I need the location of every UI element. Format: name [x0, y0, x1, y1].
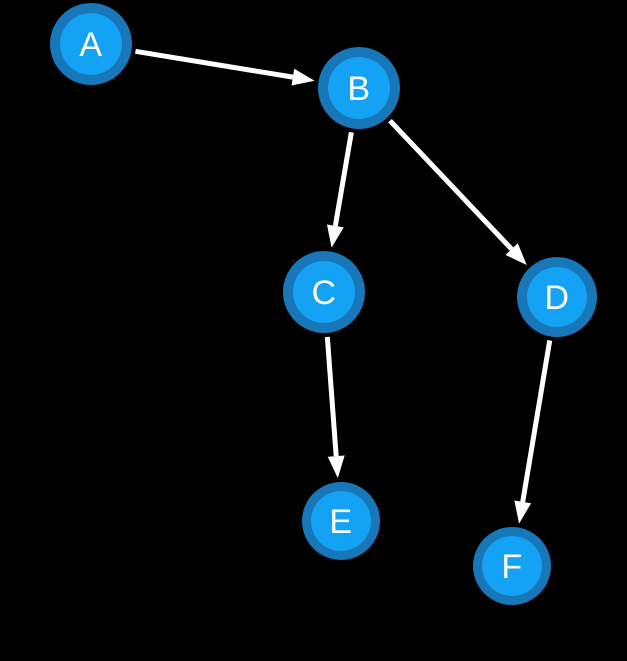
graph-edge-b-d	[388, 118, 527, 266]
node-label: C	[311, 274, 336, 312]
node-core	[311, 491, 371, 551]
node-label: F	[501, 548, 522, 586]
node-core	[482, 536, 542, 596]
graph-node-c[interactable]: C	[283, 251, 365, 333]
edge-arrowhead	[505, 243, 527, 266]
graph-edge-d-f	[514, 339, 553, 524]
edge-layer	[135, 48, 553, 524]
node-label: A	[79, 26, 102, 64]
graph-node-f[interactable]: F	[473, 527, 551, 605]
graph-edge-b-c	[326, 131, 354, 248]
node-core	[527, 267, 587, 327]
node-layer: A B C D E F	[50, 3, 597, 605]
edge-line	[332, 131, 354, 227]
edge-line	[324, 336, 339, 457]
graph-edge-c-e	[324, 336, 345, 479]
graph-node-a[interactable]: A	[50, 3, 132, 85]
node-label: B	[347, 70, 370, 108]
edge-line	[520, 339, 553, 503]
node-core	[293, 261, 355, 323]
edge-line	[388, 118, 514, 251]
node-core	[60, 13, 122, 75]
graph-edge-a-b	[135, 48, 315, 86]
graph-node-b[interactable]: B	[318, 47, 400, 129]
edge-arrowhead	[291, 68, 315, 86]
edge-arrowhead	[326, 224, 344, 248]
node-core	[328, 57, 390, 119]
edge-arrowhead	[514, 500, 532, 524]
edge-line	[135, 48, 294, 80]
graph-node-d[interactable]: D	[517, 257, 597, 337]
graph-node-e[interactable]: E	[302, 482, 380, 560]
node-label: E	[329, 503, 352, 541]
edge-arrowhead	[327, 455, 345, 479]
node-label: D	[544, 279, 569, 317]
